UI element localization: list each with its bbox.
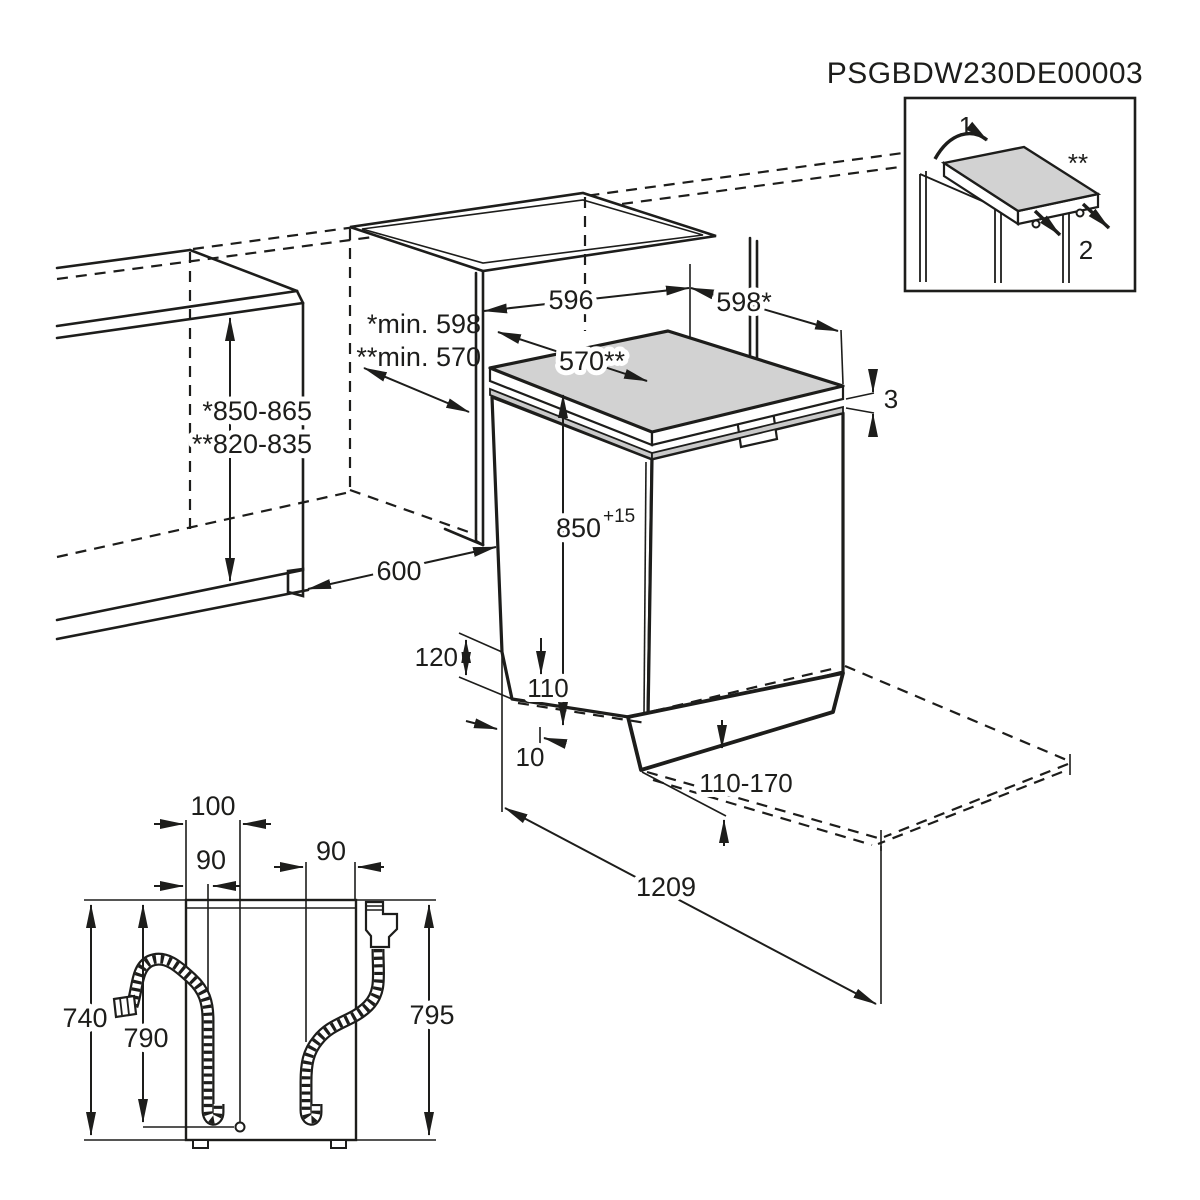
appliance-height-tolerance: +15 — [603, 506, 635, 527]
counter-depth-label: 600 — [376, 556, 421, 586]
inset-step2-label: 2 — [1079, 235, 1093, 265]
dim-appliance-height: 850 +15 — [551, 394, 640, 726]
dim-height-left: 740 — [57, 904, 113, 1136]
dim-worktop-gap: 3 — [845, 369, 898, 437]
dim-niche-width: 596 — [483, 264, 691, 338]
niche-cabinet — [348, 191, 759, 547]
cable-outlet — [234, 1121, 246, 1133]
drain-offset-label: 100 — [190, 791, 235, 821]
inset-note-label: ** — [1068, 148, 1088, 178]
dim-plinth-recess: 110-170 — [641, 720, 798, 846]
rear-foot-right — [330, 1139, 347, 1149]
slide-arrow-1 — [1033, 209, 1062, 237]
dim-niche-depth: *min. 598 **min. 570 — [356, 309, 481, 413]
left-hose-offset-label: 90 — [196, 845, 226, 875]
rear-view: 100 90 90 740 790 795 — [57, 791, 460, 1149]
slide-arrow-2 — [1081, 202, 1111, 230]
dim-appliance-depth: 570** — [497, 331, 648, 382]
height-left-label: 740 — [62, 1003, 107, 1033]
niche-width-label: 596 — [548, 285, 593, 315]
dim-120-label: 120 — [415, 642, 458, 672]
dim-appliance-width: 598* — [690, 282, 844, 385]
rotate-arrow — [933, 121, 989, 160]
niche-depth-label-2: **min. 570 — [356, 342, 481, 372]
dim-10-label: 10 — [516, 742, 545, 772]
inset-worktop — [940, 145, 1102, 229]
hidden-wall-edge-upper — [192, 151, 904, 251]
worktop-removal-inset: 1 2 ** — [903, 96, 1137, 293]
plinth-recess-label: 110-170 — [699, 768, 793, 798]
rear-foot-left — [192, 1139, 209, 1149]
kitchen-counter — [55, 248, 351, 641]
plinth — [626, 671, 845, 772]
drain-connector — [364, 900, 399, 949]
dim-10: 10 — [465, 718, 568, 777]
dim-left-hose-offset: 90 — [154, 845, 240, 891]
appliance-depth-label: 570** — [559, 346, 626, 376]
niche-depth-label-1: *min. 598 — [367, 309, 481, 339]
height-cable-label: 790 — [123, 1023, 168, 1053]
drain-hose — [299, 948, 386, 1126]
inset-step1-label: 1 — [959, 111, 973, 141]
dim-right-hose-offset: 90 — [274, 836, 384, 872]
counter-height-label-1: *850-865 — [202, 396, 312, 426]
hose-fitting — [112, 994, 138, 1019]
dishwasher-door — [646, 411, 845, 722]
dishwasher — [488, 329, 845, 772]
dim-110: 110 — [522, 638, 574, 708]
document-code: PSGBDW230DE00003 — [827, 57, 1144, 90]
dim-counter-height: *850-865 **820-835 — [187, 317, 317, 582]
height-right-label: 795 — [409, 1000, 454, 1030]
open-door-depth-label: 1209 — [636, 872, 696, 902]
dim-counter-depth: 600 — [307, 546, 497, 591]
worktop-gap-label: 3 — [884, 384, 898, 414]
dim-drain-offset: 100 — [154, 791, 271, 829]
dim-height-right: 795 — [404, 904, 460, 1136]
appliance-height-label: 850 — [556, 513, 601, 543]
appliance-width-label: 598* — [716, 287, 772, 317]
dim-height-cable: 790 — [118, 904, 174, 1123]
dim-open-door-depth: 1209 — [501, 654, 882, 1005]
dim-120: 120 — [410, 632, 513, 700]
dim-110-label: 110 — [527, 673, 568, 703]
right-hose-offset-label: 90 — [316, 836, 346, 866]
counter-height-label-2: **820-835 — [192, 429, 312, 459]
inset-cabinet — [919, 171, 1070, 283]
